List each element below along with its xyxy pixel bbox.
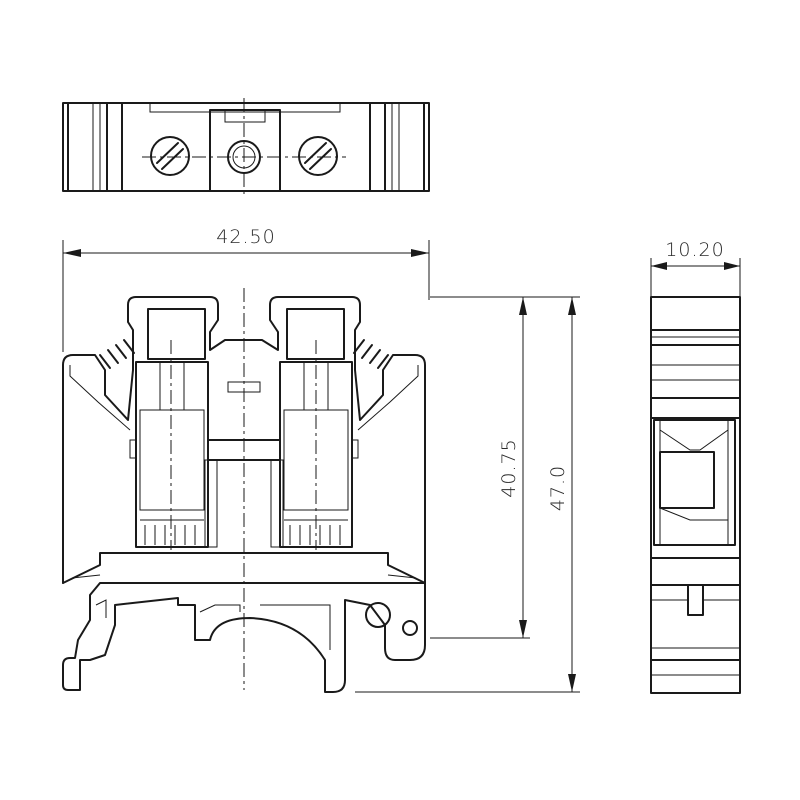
dimension-width: 42.50 (62, 226, 430, 352)
dimension-total-height: 47.0 (355, 297, 580, 693)
top-view (62, 98, 430, 196)
screw-icon-right (298, 136, 338, 176)
front-view (62, 288, 426, 693)
height-to-rail-label: 40.75 (498, 438, 520, 497)
total-height-label: 47.0 (547, 465, 569, 511)
screw-icon-left (150, 136, 190, 176)
dimension-thickness: 10.20 (650, 239, 741, 297)
thickness-label: 10.20 (665, 239, 724, 261)
width-label: 42.50 (216, 226, 275, 248)
dimension-height-to-rail: 40.75 (430, 296, 580, 639)
side-view (650, 296, 741, 694)
